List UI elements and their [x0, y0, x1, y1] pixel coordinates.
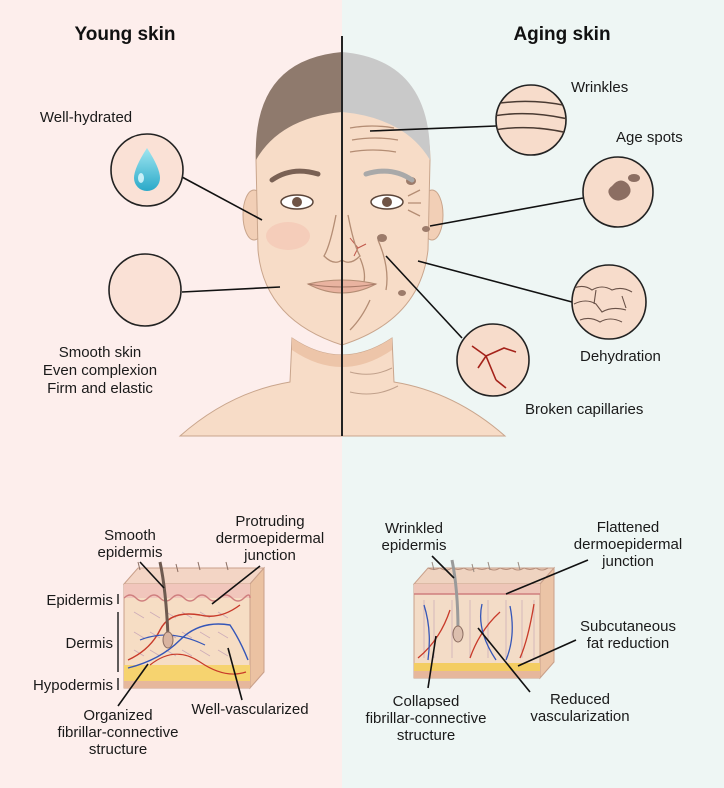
subcutaneous-fat-leader — [517, 639, 577, 667]
aging-block-side — [539, 566, 555, 680]
age-spot-large — [608, 180, 631, 201]
collapsed-structure-label-3: structure — [397, 727, 455, 744]
age-spots-callout — [429, 156, 654, 228]
wrinkled-epidermis-label-2: epidermis — [381, 537, 446, 554]
smooth-epidermis-label: Smooth — [104, 527, 156, 544]
broken-capillaries-circle — [456, 323, 530, 397]
aging-skin-cross-section — [412, 559, 556, 680]
smooth-skin-leader — [181, 286, 281, 293]
reduced-vascularization-label-2: vascularization — [530, 708, 629, 725]
age-spots-leader — [429, 197, 584, 227]
left-iris — [292, 197, 302, 207]
young-vessel-blue — [127, 623, 249, 669]
aging-epidermis-layer — [414, 584, 540, 594]
cheek-blush — [266, 222, 310, 250]
hair-young — [255, 52, 342, 160]
hydration-callout — [110, 133, 263, 221]
even-complexion-label: Even complexion — [43, 362, 157, 379]
well-hydrated-label: Well-hydrated — [40, 109, 132, 126]
aging-hypodermis-base — [414, 671, 540, 678]
protruding-junction-label-2: dermoepidermal — [216, 530, 324, 547]
flattened-junction-leader — [505, 559, 589, 595]
organized-structure-label-3: structure — [89, 741, 147, 758]
collapsed-structure-label-2: fibrillar-connective — [366, 710, 487, 727]
wrinkles-label: Wrinkles — [571, 79, 628, 96]
broken-capillaries-callout — [385, 255, 530, 397]
age-spot-small — [628, 174, 640, 182]
well-vascularized-leader — [227, 647, 243, 701]
wrinkles-callout — [369, 84, 567, 156]
dehydration-label: Dehydration — [580, 348, 661, 365]
smooth-epidermis-label-2: epidermis — [97, 544, 162, 561]
dehydration-callout — [417, 260, 647, 340]
dermis-layer-label: Dermis — [66, 635, 114, 652]
organized-structure-label-2: fibrillar-connective — [58, 724, 179, 741]
face-age-spot — [398, 290, 406, 296]
hair-strand-icon — [450, 559, 460, 631]
young-block-top — [122, 567, 266, 585]
reduced-vascularization-label: Reduced — [550, 691, 610, 708]
subcutaneous-fat-label: Subcutaneous — [580, 618, 676, 635]
hair-aging — [342, 52, 431, 160]
protruding-junction-leader — [211, 565, 261, 605]
broken-capillaries-label: Broken capillaries — [525, 401, 643, 418]
young-vessel-red — [127, 604, 241, 661]
smooth-skin-circle — [108, 253, 182, 327]
face-wrinkles — [349, 125, 421, 331]
flattened-junction-label-3: junction — [601, 553, 654, 570]
young-skin-cross-section — [122, 561, 266, 690]
protruding-junction-label-3: junction — [243, 547, 296, 564]
epidermis-layer-label: Epidermis — [46, 592, 113, 609]
wrinkles-circle — [495, 84, 567, 156]
neck-shadow — [292, 338, 392, 367]
hair-strand-icon — [158, 561, 170, 637]
smooth-skin-label: Smooth skin — [59, 344, 142, 361]
wrinkles-leader — [369, 125, 497, 132]
flattened-junction-label: Flattened — [597, 519, 660, 536]
aging-collapsed-fibres — [423, 600, 535, 658]
aging-fat-layer — [414, 663, 540, 671]
young-skin-title: Young skin — [75, 24, 176, 45]
smooth-epidermis-leader — [139, 561, 165, 589]
age-spots-label: Age spots — [616, 129, 683, 146]
aging-vessel-blue — [423, 603, 513, 661]
face-age-spot — [377, 234, 387, 242]
subcutaneous-fat-label-2: fat reduction — [587, 635, 670, 652]
left-eyebrow — [269, 168, 321, 183]
firm-elastic-label: Firm and elastic — [47, 380, 153, 397]
reduced-vascularization-leader — [477, 627, 531, 693]
young-dermoepidermal-junction — [123, 594, 251, 602]
young-block-side — [249, 566, 265, 690]
protruding-junction-label: Protruding — [235, 513, 304, 530]
right-eyebrow — [363, 168, 415, 183]
smooth-skin-callout — [108, 253, 281, 327]
flattened-junction-label-2: dermoepidermal — [574, 536, 682, 553]
hypodermis-layer-label: Hypodermis — [33, 677, 113, 694]
wrinkled-epidermis-leader — [431, 555, 455, 579]
face-age-spot — [422, 226, 430, 232]
dehydration-circle — [571, 264, 647, 340]
face-capillaries — [349, 237, 367, 257]
hydration-leader — [181, 176, 263, 221]
organized-structure-leader — [117, 663, 149, 707]
young-epidermis-layer — [124, 584, 250, 598]
young-fat-layer — [124, 665, 250, 681]
aging-block-top — [412, 567, 556, 585]
right-iris — [382, 197, 392, 207]
young-hypodermis-base — [124, 681, 250, 688]
dehydration-leader — [417, 260, 573, 303]
aging-skin-title: Aging skin — [513, 24, 610, 45]
organized-structure-label: Organized — [83, 707, 152, 724]
collapsed-structure-label: Collapsed — [393, 693, 460, 710]
neck-wrinkles — [349, 367, 399, 395]
aging-wrinkle-surface — [427, 567, 549, 571]
wrinkled-epidermis-label: Wrinkled — [385, 520, 443, 537]
broken-capillaries-leader — [385, 255, 463, 339]
well-vascularized-label: Well-vascularized — [191, 701, 308, 718]
collapsed-structure-leader — [427, 635, 437, 689]
